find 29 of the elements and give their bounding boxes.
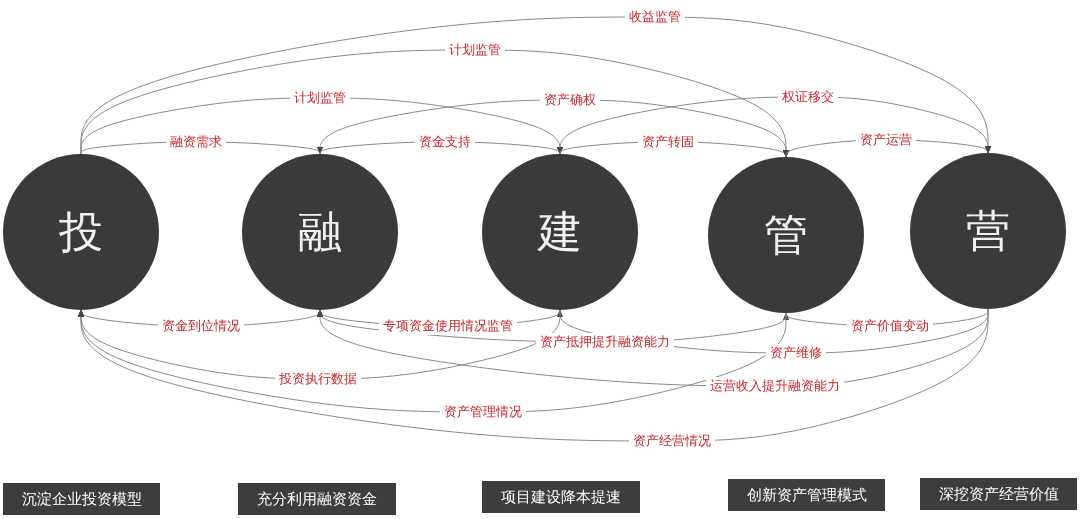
edge-label: 资产确权 xyxy=(540,91,600,109)
edge-label: 资金到位情况 xyxy=(158,317,244,335)
edge-label: 资产价值变动 xyxy=(847,317,933,335)
goal-banner: 沉淀企业投资模型 xyxy=(3,483,160,515)
goal-banner: 项目建设降本提速 xyxy=(482,481,640,513)
edge-label: 资产维修 xyxy=(766,344,826,362)
stage-name: 管 xyxy=(764,213,808,257)
edge-label: 专项资金使用情况监管 xyxy=(379,317,517,335)
edge-label: 融资需求 xyxy=(166,133,226,151)
edge-label: 投资执行数据 xyxy=(275,370,361,388)
stage-name: 投 xyxy=(59,210,103,254)
edge-label: 资金支持 xyxy=(415,133,475,151)
goal-banner: 充分利用融资资金 xyxy=(238,483,396,515)
curved-arrow xyxy=(77,308,989,442)
stage-name: 建 xyxy=(538,210,582,254)
edge-label: 收益监管 xyxy=(625,8,685,26)
stage-name: 营 xyxy=(966,209,1010,253)
goal-banner: 深挖资产经营价值 xyxy=(920,478,1077,510)
goal-banner: 创新资产管理模式 xyxy=(728,479,885,511)
edge-label: 资产抵押提升融资能力 xyxy=(536,333,674,351)
edge-label: 计划监管 xyxy=(290,89,350,107)
edge-label: 资产运营 xyxy=(856,131,916,149)
edge-label: 资产经营情况 xyxy=(629,432,715,450)
stage-name: 融 xyxy=(298,210,342,254)
edge-label: 计划监管 xyxy=(445,41,505,59)
edge-label: 运营收入提升融资能力 xyxy=(706,377,844,395)
edge-label: 资产管理情况 xyxy=(440,403,526,421)
edge-label: 资产转固 xyxy=(638,133,698,151)
edge-label: 权证移交 xyxy=(778,88,838,106)
